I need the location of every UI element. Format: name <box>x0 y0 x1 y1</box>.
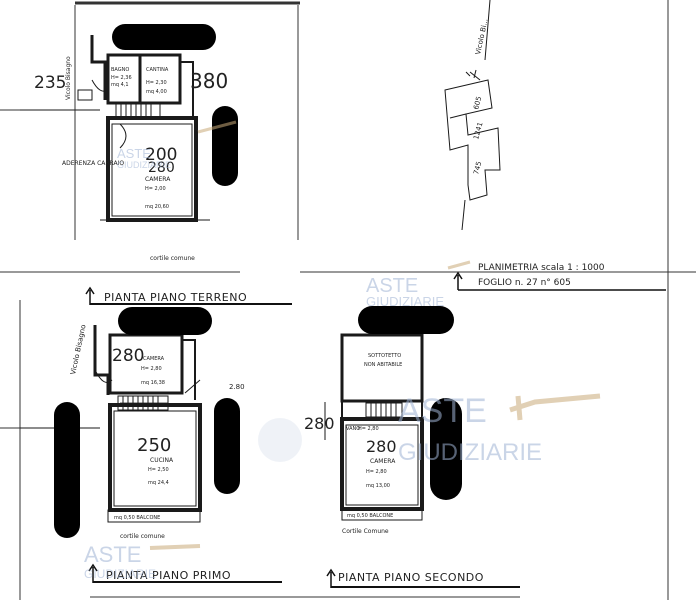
svg-text:GIUDIZIARIE: GIUDIZIARIE <box>366 294 444 309</box>
cantina-name: CANTINA <box>146 67 169 73</box>
site-plan-labels: Vicolo Bi... 605 1241 745 PLANIMETRIA sc… <box>453 18 666 291</box>
redactions <box>54 24 462 538</box>
svg-text:ASTE: ASTE <box>398 392 487 430</box>
bagno-height: H= 2,36 <box>111 75 132 81</box>
site-foglio-line: FOGLIO n. 27 n° 605 <box>478 278 571 288</box>
first-camera-dim: 280 <box>112 346 144 366</box>
redaction-first-left <box>54 402 80 538</box>
watermarks: ASTE GIUDIZIARIE ASTE GIUDIZIARIE ASTE G… <box>84 120 601 581</box>
first-camera-name: CAMERA <box>143 356 165 362</box>
cantina-height: H= 2,30 <box>146 80 167 86</box>
plan-first-floor-labels: Vicolo Bisagno 280 CAMERA H= 2,80 mq 16,… <box>69 324 282 583</box>
second-cortile: Cortile Comune <box>342 528 389 535</box>
site-label-605: 605 <box>472 96 483 111</box>
ground-dim-center-strike: 280 <box>148 160 175 176</box>
first-cucina-area: mq 24,4 <box>148 480 169 486</box>
ground-street-name: Vicolo Bisagno <box>65 56 72 100</box>
bagno-name: BAGNO <box>111 67 129 73</box>
ground-dim-center: 200 <box>145 145 177 165</box>
second-title: PIANTA PIANO SECONDO <box>338 571 484 584</box>
redaction-first-right <box>214 398 240 494</box>
redaction-second-right <box>430 398 462 500</box>
first-street-name: Vicolo Bisagno <box>69 324 87 376</box>
vano-height: H= 2,80 <box>358 426 379 432</box>
plan-second-floor-labels: SOTTOTETTO NON ABITABILE VANO H= 2,80 28… <box>304 353 520 588</box>
svg-text:ASTE: ASTE <box>117 146 151 161</box>
first-title: PIANTA PIANO PRIMO <box>106 569 231 582</box>
watermark-bottom: ASTE GIUDIZIARIE <box>84 542 201 581</box>
ground-dim-right: 380 <box>190 69 228 93</box>
plan-ground-floor-labels: 235 380 200 280 Vicolo Bisagno BAGNO H= … <box>34 56 292 305</box>
ground-dim-left: 235 <box>34 73 66 93</box>
first-cucina-name: CUCINA <box>150 457 174 464</box>
first-cucina-dim: 250 <box>137 435 171 456</box>
stairs-second <box>365 402 403 418</box>
sottotetto-name: SOTTOTETTO <box>368 353 401 359</box>
svg-text:GIUDIZIARIE: GIUDIZIARIE <box>117 160 171 170</box>
redaction-ground-right <box>212 106 238 186</box>
ground-cortile: cortile comune <box>150 255 195 262</box>
second-camera-name: CAMERA <box>370 458 396 465</box>
first-balcone: mq 0,50 BALCONE <box>114 515 160 521</box>
site-scale-line: PLANIMETRIA scala 1 : 1000 <box>478 263 605 273</box>
plan-ground-floor <box>20 35 210 222</box>
second-dim-center: 280 <box>366 437 397 456</box>
aderenza-label: ADERENZA CARRAIO <box>62 160 124 167</box>
redaction-first-top <box>118 307 212 335</box>
plan-first-floor <box>20 325 202 523</box>
second-camera-area: mq 13,00 <box>366 483 390 489</box>
vano-name: VANO <box>346 426 360 432</box>
second-balcone: mq 0,50 BALCONE <box>347 513 393 519</box>
first-cortile: cortile comune <box>120 533 165 540</box>
site-label-1241: 1241 <box>472 121 484 140</box>
watermark-mid: ASTE GIUDIZIARIE <box>366 260 471 309</box>
bagno-area: mq 4,1 <box>111 82 129 88</box>
stairs-ground <box>115 103 161 119</box>
site-label-745: 745 <box>472 161 483 176</box>
camera-ground-height: H= 2,00 <box>145 186 166 192</box>
svg-text:ASTE: ASTE <box>84 542 141 567</box>
watermark-large: ASTE GIUDIZIARIE <box>258 392 601 466</box>
sottotetto-sub: NON ABITABILE <box>364 362 402 368</box>
cantina-area: mq 4,00 <box>146 89 167 95</box>
first-dim-small: 2.80 <box>229 383 245 391</box>
site-plan <box>444 0 501 231</box>
svg-text:GIUDIZIARIE: GIUDIZIARIE <box>398 439 542 466</box>
first-cucina-height: H= 2,50 <box>148 467 169 473</box>
camera-ground-area: mq 20,60 <box>145 204 169 210</box>
plan-second-floor <box>324 333 424 521</box>
first-camera-height: H= 2,80 <box>141 366 162 372</box>
ground-title: PIANTA PIANO TERRENO <box>104 291 247 304</box>
second-dim-left: 280 <box>304 414 335 433</box>
redaction-ground-top <box>112 24 216 50</box>
camera-ground-name: CAMERA <box>145 176 171 183</box>
redaction-second-top <box>358 306 454 334</box>
stairs-first <box>117 395 169 411</box>
svg-text:GIUDIZIARIE: GIUDIZIARIE <box>84 567 156 581</box>
first-camera-area: mq 16,38 <box>141 380 165 386</box>
watermark-small-top: ASTE GIUDIZIARIE <box>117 120 237 170</box>
svg-text:ASTE: ASTE <box>366 275 418 297</box>
second-camera-height: H= 2,80 <box>366 469 387 475</box>
